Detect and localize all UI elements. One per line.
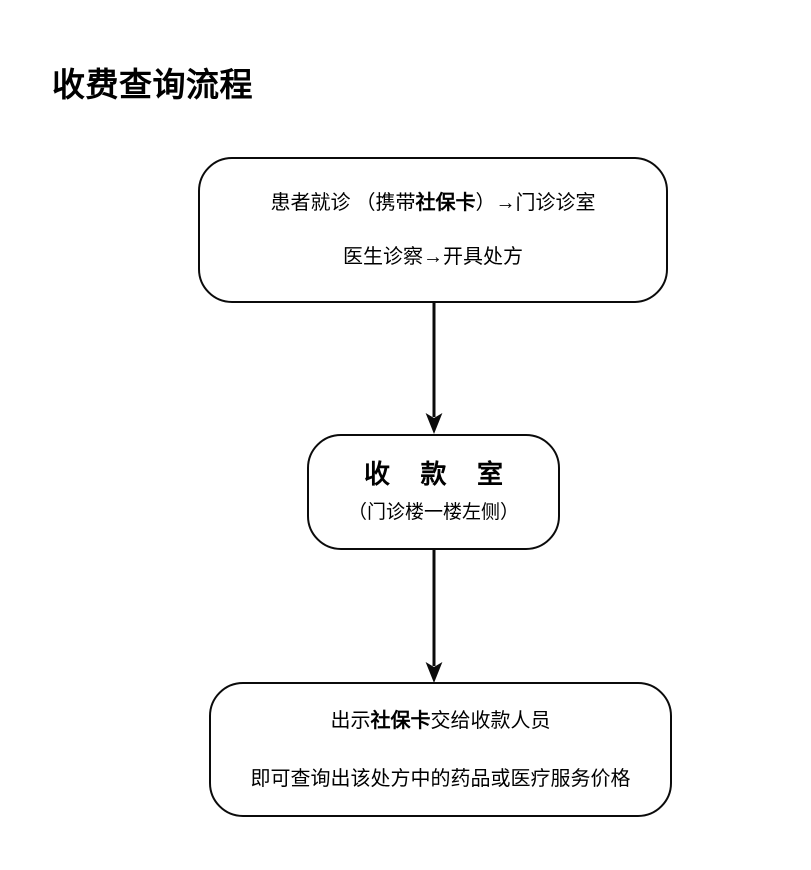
flow-node-result-line-1: 出示社保卡交给收款人员: [331, 707, 551, 735]
flow-arrow-intake-to-cashier: [425, 301, 443, 435]
flow-node-cashier-heading: 收 款 室: [363, 460, 515, 489]
flow-node-intake-line-1: 患者就诊 （携带社保卡）→门诊诊室: [271, 189, 596, 217]
page-title: 收费查询流程: [52, 68, 253, 105]
intake-line1-suffix: ）→门诊诊室: [475, 192, 596, 214]
intake-line1-emphasis: 社保卡: [415, 192, 476, 214]
intake-line1-prefix: 患者就诊 （携带: [270, 192, 416, 214]
result-line1-suffix: 交给收款人员: [430, 709, 551, 732]
result-line1-emphasis: 社保卡: [370, 709, 431, 732]
flow-arrow-cashier-to-result: [425, 548, 443, 684]
flow-node-cashier-subtitle: （门诊楼一楼左侧）: [347, 502, 519, 523]
flow-node-cashier[interactable]: 收 款 室 （门诊楼一楼左侧）: [307, 434, 560, 550]
flow-node-intake[interactable]: 患者就诊 （携带社保卡）→门诊诊室 医生诊察→开具处方: [198, 157, 668, 303]
result-line2-text: 即可查询出该处方中的药品或医疗服务价格: [250, 767, 631, 790]
flow-node-intake-line-2: 医生诊察→开具处方: [343, 243, 523, 271]
intake-line2-text: 医生诊察→开具处方: [343, 246, 523, 268]
flow-node-result-line-2: 即可查询出该处方中的药品或医疗服务价格: [251, 765, 631, 793]
result-line1-prefix: 出示: [330, 709, 371, 732]
flow-node-result[interactable]: 出示社保卡交给收款人员 即可查询出该处方中的药品或医疗服务价格: [209, 682, 672, 817]
